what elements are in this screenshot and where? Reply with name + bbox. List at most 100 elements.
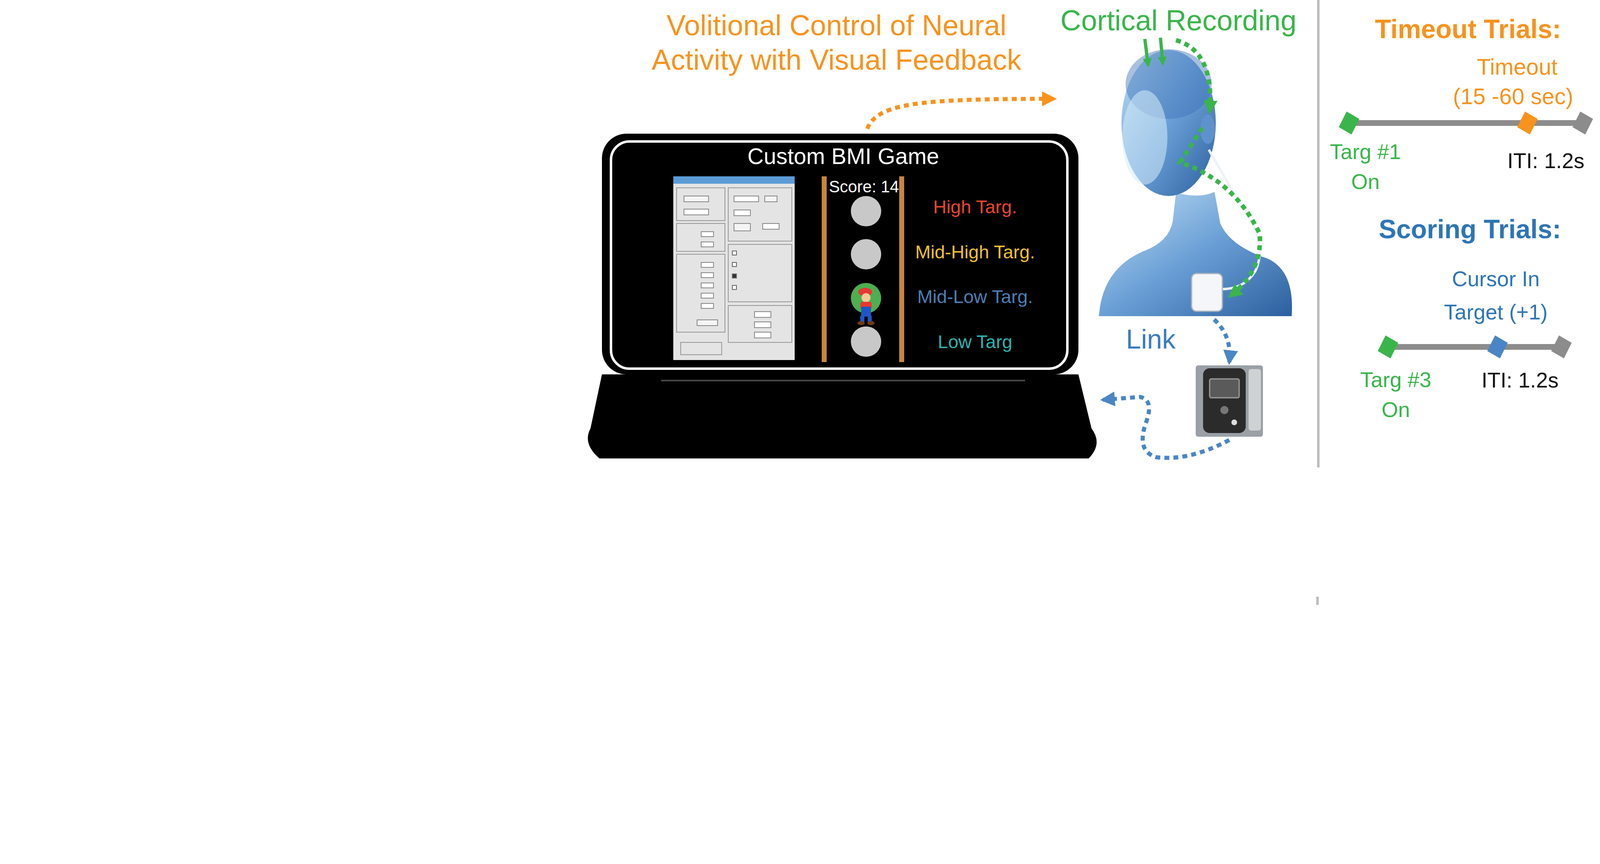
divider-tick bbox=[1316, 596, 1319, 605]
torso bbox=[1098, 191, 1293, 317]
gui-group bbox=[676, 254, 725, 333]
target-on-marker bbox=[1377, 335, 1399, 359]
section-heading: Scoring Trials: bbox=[1378, 214, 1562, 245]
gui-titlebar bbox=[673, 176, 795, 184]
gui-group bbox=[728, 305, 792, 343]
iti-marker bbox=[1551, 335, 1572, 359]
node-text: Link bbox=[1125, 323, 1176, 356]
laptop-base bbox=[588, 374, 1097, 459]
link-arrow bbox=[1103, 396, 1230, 459]
gui-field bbox=[701, 303, 714, 309]
gui-checkbox bbox=[732, 262, 737, 267]
face bbox=[1122, 90, 1168, 185]
gui-button bbox=[733, 223, 751, 231]
target-label: Mid-High Targ. bbox=[915, 241, 1035, 263]
gui-button bbox=[683, 196, 709, 202]
patient-figure bbox=[1098, 37, 1293, 317]
laptop-screen-frame bbox=[601, 133, 1079, 375]
device-button bbox=[1220, 405, 1229, 415]
gui-window bbox=[673, 176, 795, 361]
link-arrow bbox=[1214, 319, 1230, 363]
gui-group bbox=[676, 187, 725, 221]
laptop-screen bbox=[610, 141, 1068, 369]
cursor-shoe bbox=[867, 321, 875, 326]
electrode-arrow bbox=[1160, 37, 1163, 64]
cursor-character bbox=[857, 287, 875, 326]
node-text: Cortical Recording bbox=[1057, 4, 1300, 38]
laptop-hinge bbox=[660, 379, 1026, 382]
iti-marker bbox=[1572, 111, 1594, 135]
gui-field bbox=[754, 321, 771, 328]
gui-field bbox=[701, 293, 714, 299]
gui-checkbox bbox=[732, 273, 737, 279]
target-label: Low Targ bbox=[937, 331, 1013, 353]
patient-node: Cortical Recording bbox=[1057, 4, 1300, 317]
gui-screenshot bbox=[673, 176, 795, 361]
timeout-label: Timeout bbox=[1476, 54, 1558, 80]
node-text: Custom BMI Game bbox=[586, 143, 1100, 170]
target-on-marker bbox=[1338, 111, 1360, 135]
laptop-drawing bbox=[588, 133, 1097, 459]
section-heading: Timeout Trials: bbox=[1374, 14, 1562, 45]
feedback-arrow bbox=[867, 98, 1054, 129]
cursor-overalls bbox=[861, 306, 871, 317]
timeline bbox=[1349, 120, 1581, 126]
event-label: Targ #1 On bbox=[1319, 136, 1412, 197]
timeout-duration: (15 -60 sec) bbox=[1452, 83, 1573, 110]
gui-checkbox bbox=[732, 285, 737, 290]
gui-group bbox=[680, 342, 722, 355]
gui-field bbox=[754, 311, 771, 318]
gui-group bbox=[728, 187, 792, 242]
implant bbox=[1191, 273, 1223, 312]
game-panel bbox=[821, 176, 905, 363]
target-circle bbox=[850, 196, 882, 227]
gui-field bbox=[683, 209, 709, 215]
gui-field bbox=[701, 231, 714, 237]
divider-line bbox=[1317, 0, 1320, 468]
link-device-node: Link bbox=[1195, 365, 1263, 437]
timeline bbox=[1388, 344, 1565, 350]
gui-group bbox=[728, 244, 792, 302]
gui-field bbox=[733, 196, 759, 202]
timeout-marker bbox=[1517, 111, 1538, 135]
lead-wire bbox=[1208, 149, 1260, 290]
gui-field bbox=[701, 282, 714, 288]
device-body bbox=[1203, 368, 1246, 434]
link-device bbox=[1195, 365, 1263, 437]
iti-label: ITI: 1.2s bbox=[1507, 148, 1585, 174]
gui-field bbox=[762, 223, 780, 230]
device-photo bbox=[1195, 365, 1263, 437]
target-circle bbox=[850, 326, 882, 357]
gui-field bbox=[701, 241, 714, 247]
gui-field bbox=[701, 272, 714, 278]
device-button bbox=[1231, 419, 1238, 426]
game-bar bbox=[899, 176, 905, 363]
signal-arrow bbox=[1176, 40, 1211, 112]
iti-label: ITI: 1.2s bbox=[1481, 368, 1559, 393]
electrode-arrow bbox=[1144, 38, 1149, 66]
device-screen bbox=[1209, 378, 1240, 398]
edge-label: Volitional Control of Neural Activity wi… bbox=[639, 8, 1034, 78]
gui-field bbox=[754, 332, 771, 338]
score-text: Score: 14 bbox=[828, 177, 899, 197]
trial-timelines bbox=[1317, 0, 1594, 605]
target-circle bbox=[850, 239, 882, 270]
event-label: Cursor In Target (+1) bbox=[1431, 262, 1560, 329]
game-bar bbox=[821, 176, 827, 363]
signal-arrow bbox=[1180, 127, 1261, 297]
cursor-shoe bbox=[857, 321, 865, 326]
gui-button bbox=[697, 319, 718, 326]
event-label: Targ #3 On bbox=[1349, 364, 1442, 425]
cursor-in-target-marker bbox=[1487, 335, 1508, 359]
gui-checkbox bbox=[732, 250, 737, 256]
target-label: High Targ. bbox=[933, 196, 1017, 218]
gui-group bbox=[676, 223, 725, 252]
gui-field bbox=[733, 209, 751, 216]
device-cable bbox=[1248, 369, 1261, 431]
gui-button bbox=[764, 196, 778, 202]
target-label: Mid-Low Targ. bbox=[917, 286, 1033, 308]
gui-field bbox=[701, 262, 714, 268]
